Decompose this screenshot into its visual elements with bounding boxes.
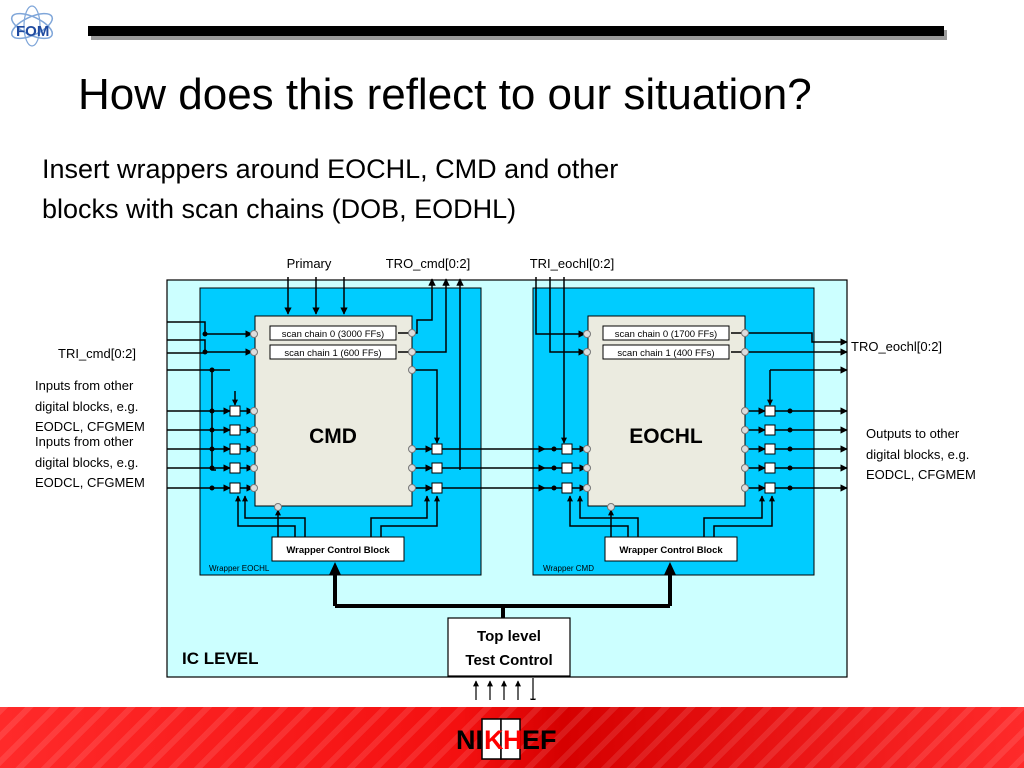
port-circles bbox=[250, 329, 749, 511]
eochl-block-name: EOCHL bbox=[629, 425, 703, 448]
eochl-scan-chain-1 bbox=[602, 344, 730, 360]
test-control-line-2: Test Control bbox=[465, 652, 552, 669]
slide-title: How does this reflect to our situation? bbox=[78, 70, 812, 119]
wrapper-diagram: IC LEVEL Wrapper EOCHL Wrapper CMD CMD E… bbox=[35, 256, 976, 700]
outputs-note-line-2: digital blocks, e.g. bbox=[866, 447, 969, 462]
nikhef-part-2: K bbox=[484, 725, 504, 755]
inputs-note-1-line-3: EODCL, CFGMEM bbox=[35, 419, 145, 434]
outputs-note-line-3: EODCL, CFGMEM bbox=[866, 467, 976, 482]
tro-cmd-label: TRO_cmd[0:2] bbox=[386, 256, 471, 271]
wrapper-cmd-label: Wrapper EOCHL bbox=[209, 564, 270, 573]
nikhef-part-4: EF bbox=[522, 725, 557, 755]
cmd-scan-chain-1 bbox=[269, 344, 397, 360]
outputs-note-line-1: Outputs to other bbox=[866, 426, 960, 441]
cmd-scan-chain-0 bbox=[269, 325, 397, 341]
eochl-scan-chain-1-label: scan chain 1 (400 FFs) bbox=[617, 348, 714, 359]
top-level-test-control bbox=[447, 617, 571, 677]
cmd-scan-chain-0-label: scan chain 0 (3000 FFs) bbox=[282, 329, 384, 340]
boundary-cells bbox=[229, 405, 776, 494]
nikhef-part-3: H bbox=[503, 725, 523, 755]
cmd-wrapper-control-label: Wrapper Control Block bbox=[286, 545, 390, 556]
test-control-pins bbox=[473, 678, 536, 700]
inputs-note-1-line-2: digital blocks, e.g. bbox=[35, 399, 138, 414]
tro-eochl-label: TRO_eochl[0:2] bbox=[851, 339, 942, 354]
cmd-block-name: CMD bbox=[309, 425, 357, 448]
junction-dots bbox=[202, 331, 793, 491]
eochl-wrapper-control-block bbox=[604, 536, 738, 562]
title-rule bbox=[88, 26, 944, 36]
tri-eochl-label: TRI_eochl[0:2] bbox=[530, 256, 615, 271]
fom-logo: FOM bbox=[10, 5, 54, 47]
test-control-line-1: Top level bbox=[477, 628, 541, 645]
subtitle-line-2: blocks with scan chains (DOB, EODHL) bbox=[42, 194, 517, 224]
nikhef-logo: NI K H EF bbox=[456, 718, 557, 760]
control-bus bbox=[333, 574, 672, 618]
inputs-note-1-line-1: Inputs from other bbox=[35, 378, 134, 393]
subtitle-line-1: Insert wrappers around EOCHL, CMD and ot… bbox=[42, 154, 619, 184]
inputs-note-2-line-3: EODCL, CFGMEM bbox=[35, 475, 145, 490]
primary-label: Primary bbox=[287, 256, 332, 271]
wrapper-eochl-label: Wrapper CMD bbox=[543, 564, 594, 573]
fom-logo-text: FOM bbox=[16, 23, 49, 40]
cmd-wrapper-control-block bbox=[271, 536, 405, 562]
eochl-scan-chain-0-label: scan chain 0 (1700 FFs) bbox=[615, 329, 717, 340]
tri-cmd-label: TRI_cmd[0:2] bbox=[58, 346, 136, 361]
inputs-note-2-line-2: digital blocks, e.g. bbox=[35, 455, 138, 470]
nikhef-part-1: NI bbox=[456, 725, 483, 755]
cmd-scan-chain-1-label: scan chain 1 (600 FFs) bbox=[284, 348, 381, 359]
ic-level-label: IC LEVEL bbox=[182, 649, 259, 668]
eochl-wrapper-control-label: Wrapper Control Block bbox=[619, 545, 723, 556]
eochl-scan-chain-0 bbox=[602, 325, 730, 341]
inputs-note-2-line-1: Inputs from other bbox=[35, 434, 134, 449]
